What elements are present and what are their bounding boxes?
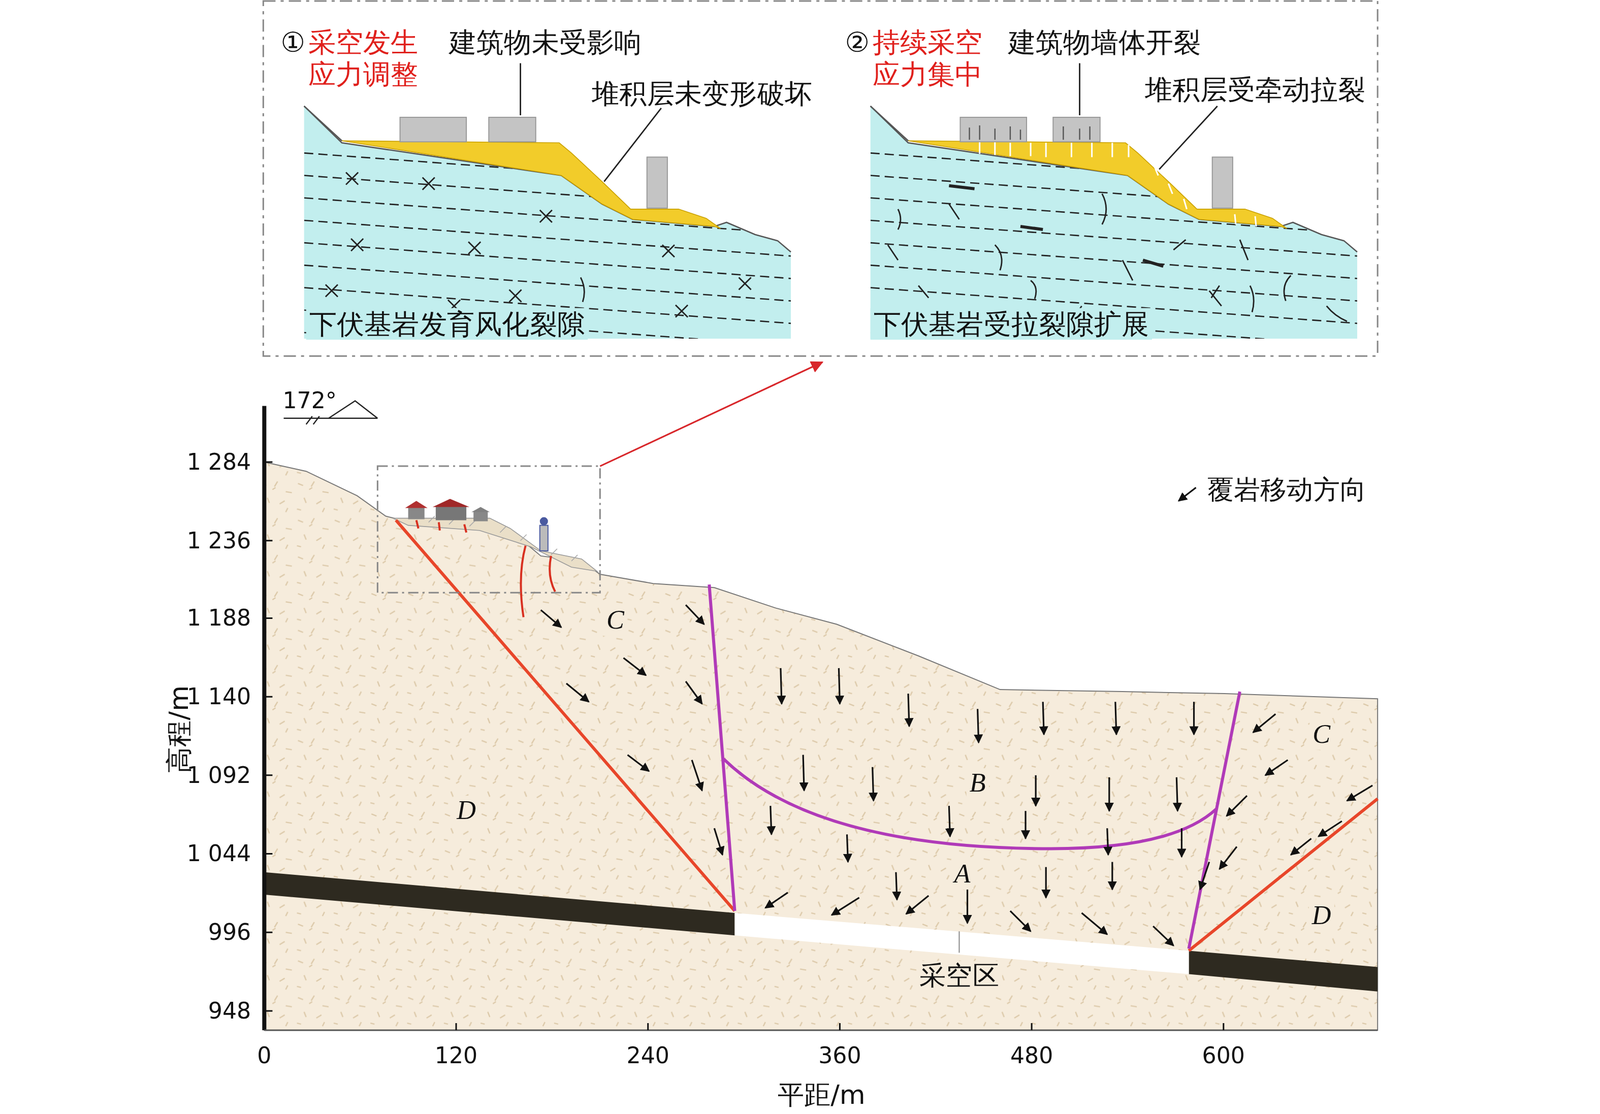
axis-tick: 1 188 <box>186 605 252 632</box>
annotation: 下伏基岩发育风化裂隙 <box>306 308 588 340</box>
legend-arrow <box>1178 487 1196 501</box>
axis-tick: 120 <box>434 1043 478 1070</box>
stage-title: 采空发生 应力调整 <box>308 26 427 90</box>
axis-tick: 996 <box>208 919 251 946</box>
axis-tick: 600 <box>1202 1043 1245 1070</box>
axis-tick: 1 236 <box>186 527 252 554</box>
axis-tick: 240 <box>626 1043 670 1070</box>
axis-tick: 0 <box>257 1043 272 1070</box>
zone-label: A <box>950 859 974 890</box>
zone-label: D <box>453 795 479 827</box>
zone-label: B <box>966 768 989 799</box>
axis-tick: 1 044 <box>186 841 252 868</box>
annotation: 堆积层未变形破坏 <box>591 77 813 110</box>
axis-tick: 1 284 <box>186 449 252 476</box>
orientation-label: 172° <box>282 387 337 414</box>
axis-tick: 360 <box>818 1043 861 1070</box>
goaf-label: 采空区 <box>916 961 1003 992</box>
legend-text: 覆岩移动方向 <box>1207 475 1367 506</box>
callout-number: ② <box>844 26 870 58</box>
stage-title: 持续采空 应力集中 <box>872 26 991 90</box>
axis-title: 平距/m <box>777 1080 866 1112</box>
annotation: 下伏基岩受拉裂隙扩展 <box>870 308 1152 340</box>
axis-tick: 1 092 <box>186 762 252 789</box>
callout-number: ① <box>280 26 306 58</box>
axis-tick: 948 <box>208 998 251 1025</box>
annotation: 建筑物未受影响 <box>449 26 643 58</box>
axis-tick: 480 <box>1010 1043 1053 1070</box>
annotation: 堆积层受牵动拉裂 <box>1144 73 1366 106</box>
zone-label: D <box>1308 901 1335 932</box>
zone-label: C <box>603 604 628 636</box>
zone-label: C <box>1309 719 1334 750</box>
annotation: 建筑物墙体开裂 <box>1008 26 1202 58</box>
axis-title: 高程/m <box>164 685 196 774</box>
axis-tick: 1 140 <box>186 684 252 711</box>
